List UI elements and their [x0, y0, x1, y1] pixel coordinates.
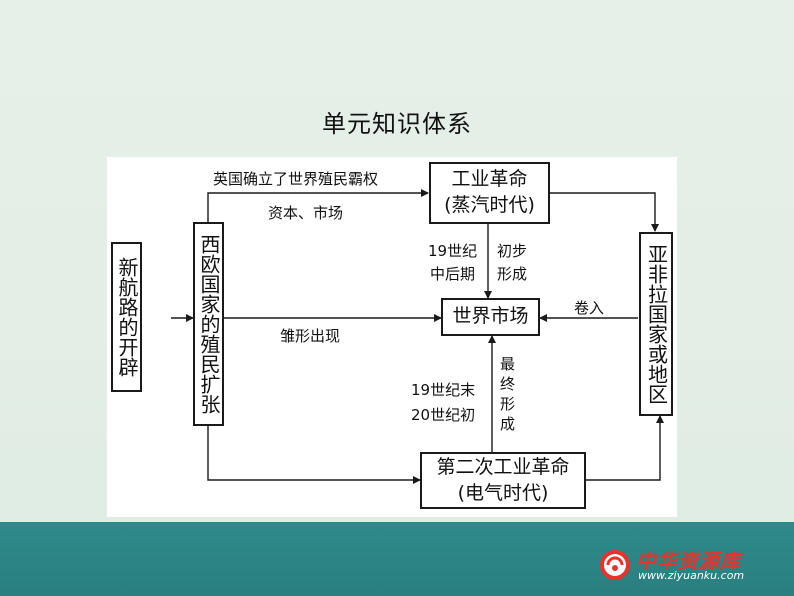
node-new-routes: 新航路的开辟 [111, 242, 142, 392]
page-title: 单元知识体系 [322, 110, 472, 138]
label-drawn-in: 卷入 [574, 299, 605, 317]
arrow-ir2-to-aala [586, 415, 664, 481]
ir2-title: 第二次工业革命 [436, 455, 570, 478]
label-initial-formation: 初步形成 [497, 242, 528, 283]
ir2-subtitle: (电气时代) [457, 481, 549, 504]
logo-text: 中华资源库 [636, 549, 741, 573]
node-colonial-expansion: 西欧国家的殖民扩张 [193, 222, 224, 426]
node-asia-africa-latin-america: 亚非拉国家或地区 [639, 232, 673, 416]
label-capital-market: 资本、市场 [268, 204, 344, 222]
label-mid-late-period: 中后期 [430, 265, 476, 283]
node-second-industrial-revolution: 第二次工业革命 (电气时代) [420, 452, 586, 509]
ir1-title: 工业革命 [451, 168, 528, 191]
arrow-ir1-to-aala [550, 192, 659, 232]
logo-icon [600, 550, 630, 580]
arrow-expansion-to-ir1 [207, 189, 429, 222]
world-market-label: 世界市场 [452, 305, 529, 328]
label-britain-hegemony: 英国确立了世界殖民霸权 [213, 170, 379, 188]
label-embryonic: 雏形出现 [280, 327, 341, 345]
label-final-formation: 最终形成 [498, 356, 516, 436]
label-19th-century: 19世纪 [428, 242, 478, 260]
ir1-subtitle: (蒸汽时代) [444, 194, 535, 216]
node-industrial-revolution: 工业革命 (蒸汽时代) [429, 162, 550, 224]
label-late-19th: 19世纪末 [411, 381, 476, 399]
logo-url[interactable]: www.ziyuanku.com [638, 569, 745, 582]
node-world-market: 世界市场 [441, 298, 540, 336]
label-early-20th: 20世纪初 [411, 406, 476, 424]
arrow-expansion-to-ir2 [207, 426, 421, 484]
footer-band [0, 522, 794, 596]
